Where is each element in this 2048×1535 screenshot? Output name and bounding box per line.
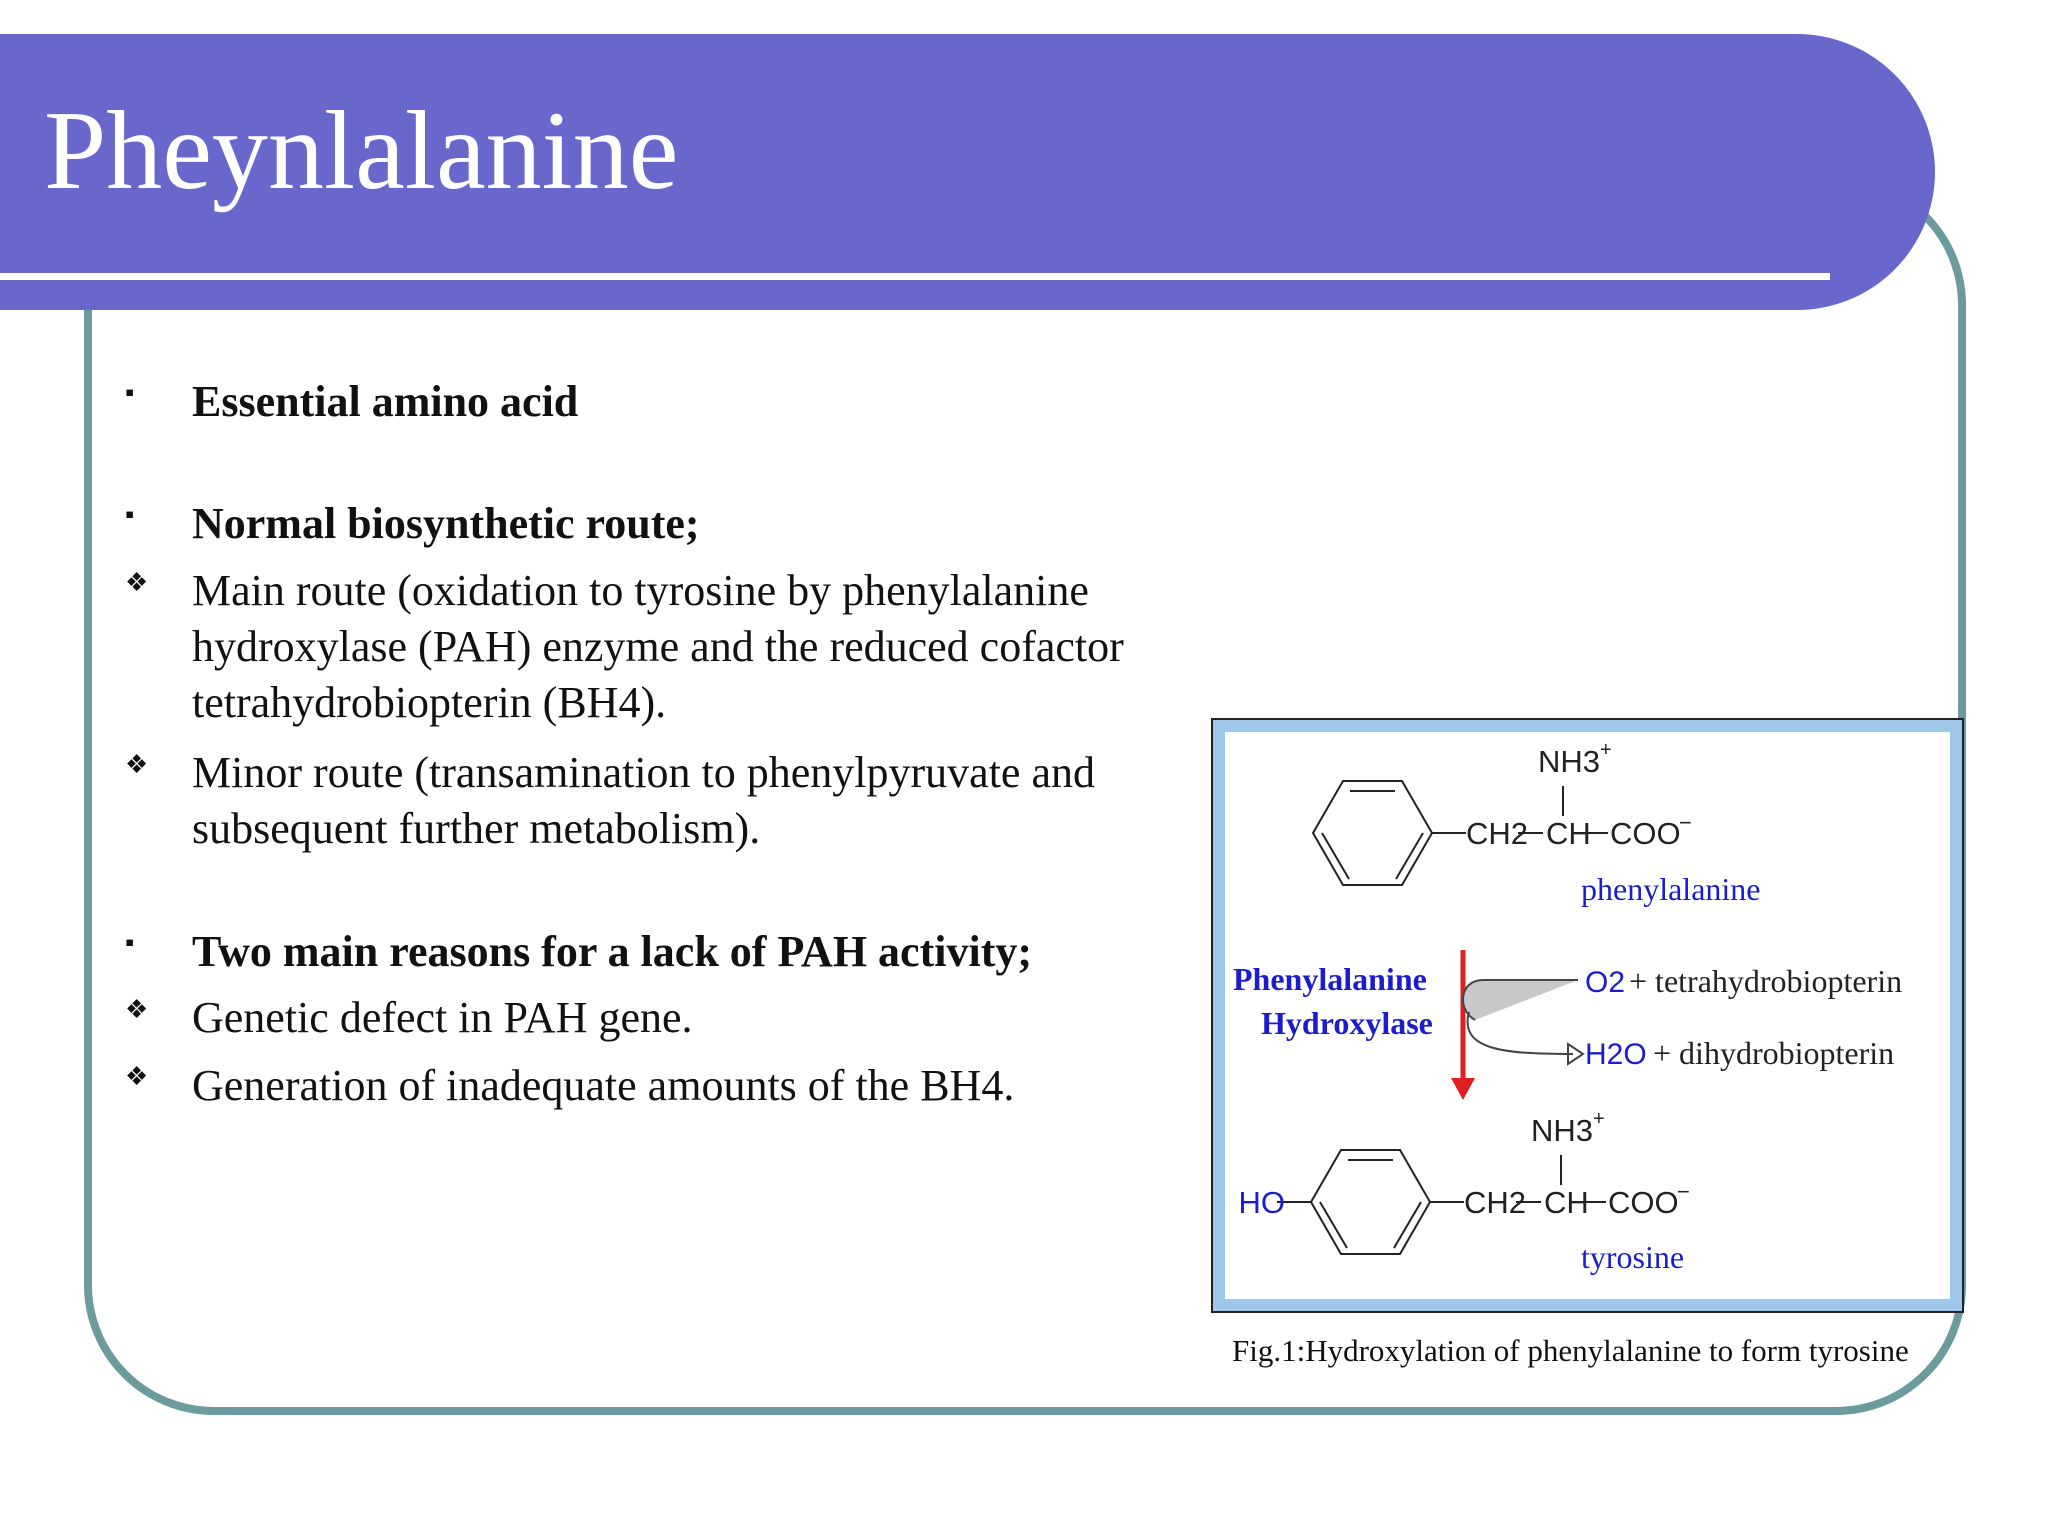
- cofactor-arrow-head: [1567, 1042, 1585, 1066]
- bullet-marker: ▪: [125, 928, 135, 957]
- coo-label: COO: [1610, 816, 1681, 851]
- ch2-label: CH2: [1466, 816, 1528, 851]
- tyrosine-label: tyrosine: [1581, 1239, 1684, 1275]
- bullet-item: Genetic defect in PAH gene.: [192, 993, 693, 1042]
- bullet-item: Main route (oxidation to tyrosine by phe…: [192, 566, 1124, 727]
- charge-plus: +: [1600, 739, 1612, 761]
- enzyme-label-line1: Phenylalanine: [1233, 961, 1427, 997]
- bullet-marker: ▪: [125, 500, 135, 529]
- ho-label: HO: [1239, 1185, 1286, 1220]
- h2o-label: H2O: [1585, 1038, 1647, 1071]
- benzene-ring-bottom: [1277, 1149, 1606, 1255]
- phenylalanine-label: phenylalanine: [1581, 871, 1760, 907]
- ch2-label-bottom: CH2: [1464, 1185, 1526, 1220]
- charge-minus: −: [1679, 810, 1692, 835]
- dihydrobiopterin-label: + dihydrobiopterin: [1653, 1035, 1894, 1071]
- bullet-item: Essential amino acid: [192, 377, 579, 426]
- slide-title: Pheynlalanine: [44, 89, 679, 213]
- reaction-arrow-down: [1451, 950, 1475, 1100]
- benzene-ring-top: [1311, 780, 1608, 886]
- bullet-item: Generation of inadequate amounts of the …: [192, 1061, 1015, 1110]
- ch-label: CH: [1546, 816, 1591, 851]
- bullet-item: Two main reasons for a lack of PAH activ…: [192, 927, 1032, 976]
- bullet-marker: ▪: [125, 378, 135, 407]
- cofactor-arrow-in: [1462, 979, 1578, 1021]
- o2-label: O2: [1585, 966, 1625, 999]
- bullet-marker: ❖: [125, 568, 149, 597]
- bullet-marker: ❖: [125, 1062, 149, 1091]
- bullet-marker: ❖: [125, 750, 149, 779]
- figure-panel: [1225, 732, 1950, 1299]
- charge-plus-bottom: +: [1593, 1108, 1605, 1130]
- enzyme-label-line2: Hydroxylase: [1261, 1005, 1433, 1041]
- charge-minus-bottom: −: [1677, 1179, 1690, 1204]
- ch-label-bottom: CH: [1544, 1185, 1589, 1220]
- coo-label-bottom: COO: [1608, 1185, 1679, 1220]
- reaction-figure: NH3 + CH2 CH COO − phenylalanine Phenyla…: [1211, 718, 1964, 1313]
- bullet-item: Normal biosynthetic route;: [192, 499, 700, 548]
- reaction-diagram: NH3 + CH2 CH COO − phenylalanine Phenyla…: [1233, 739, 1902, 1275]
- bullet-item: Minor route (transamination to phenylpyr…: [192, 748, 1095, 853]
- nh3-label: NH3: [1538, 744, 1600, 779]
- title-rule: [0, 273, 1830, 280]
- title-banner: [0, 34, 1935, 310]
- nh3-label-bottom: NH3: [1531, 1113, 1593, 1148]
- tetrahydrobiopterin-label: + tetrahydrobiopterin: [1629, 963, 1902, 999]
- bullet-marker: ❖: [125, 995, 149, 1024]
- figure-caption: Fig.1:Hydroxylation of phenylalanine to …: [1232, 1333, 1909, 1368]
- cofactor-arrow-out: [1466, 1011, 1574, 1055]
